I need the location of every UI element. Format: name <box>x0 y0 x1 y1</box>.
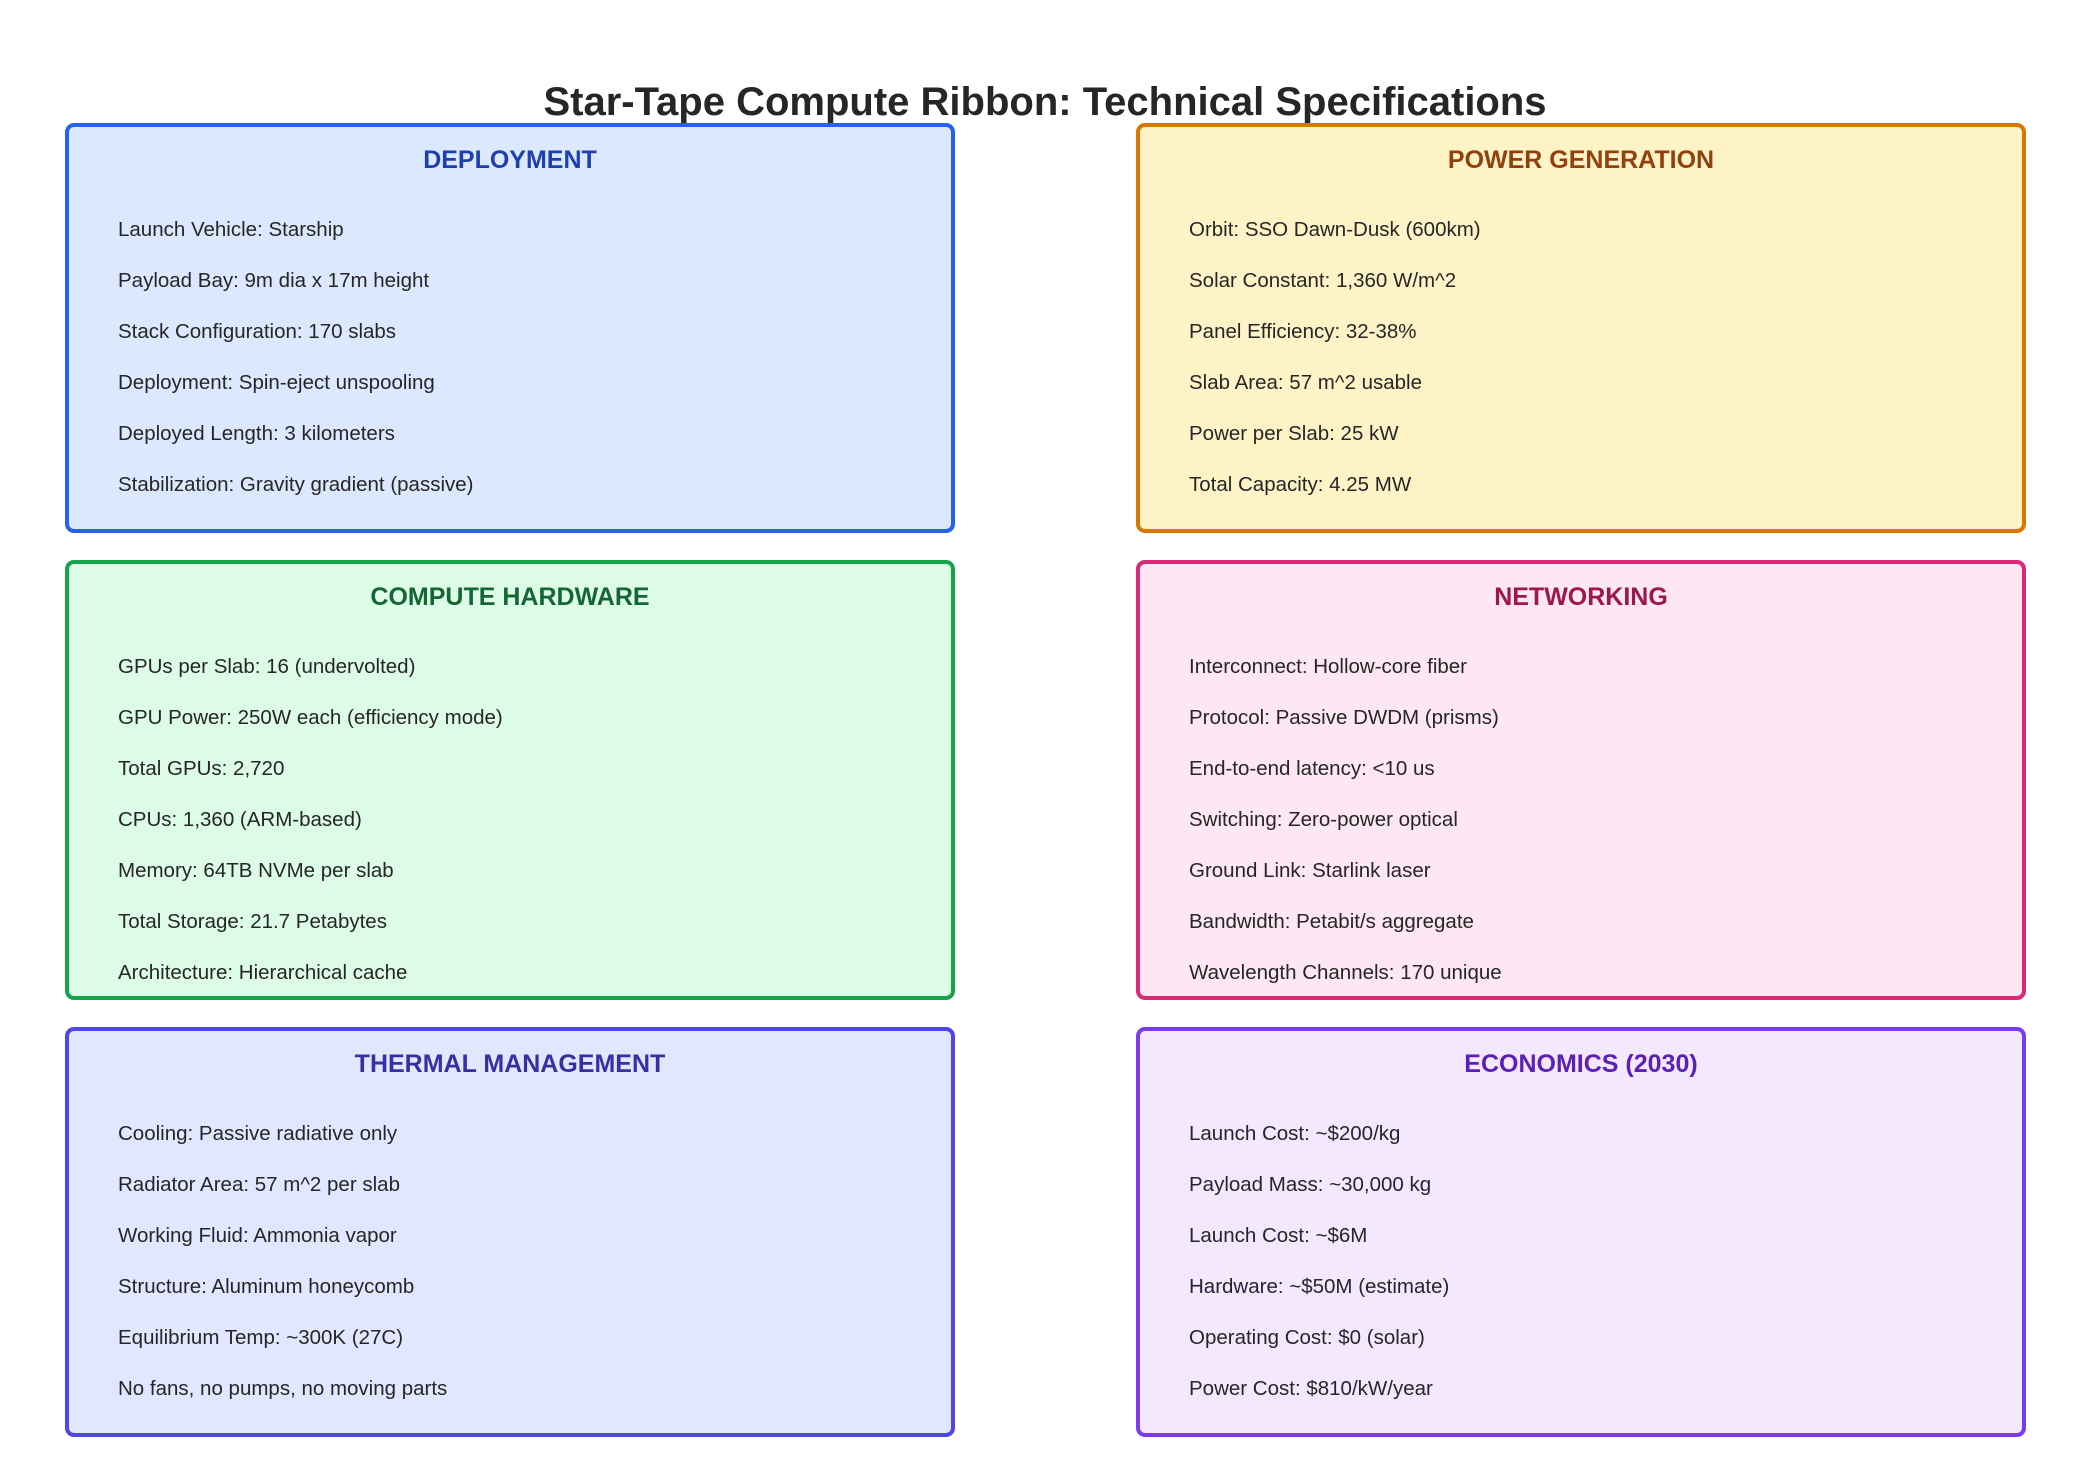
deployment-panel-title: DEPLOYMENT <box>423 146 597 174</box>
spec-item: Orbit: SSO Dawn-Dusk (600km) <box>1189 218 1481 241</box>
networking-panel: NETWORKING Interconnect: Hollow-core fibe… <box>1136 560 2026 1000</box>
spec-item: Structure: Aluminum honeycomb <box>118 1275 415 1298</box>
spec-item: GPUs per Slab: 16 (undervolted) <box>118 655 416 678</box>
spec-item: Operating Cost: $0 (solar) <box>1189 1326 1425 1349</box>
spec-item: End-to-end latency: <10 us <box>1189 757 1435 780</box>
spec-item: Memory: 64TB NVMe per slab <box>118 859 394 882</box>
spec-item: Interconnect: Hollow-core fiber <box>1189 655 1468 678</box>
spec-item: Stack Configuration: 170 slabs <box>118 320 397 343</box>
spec-item: Launch Cost: ~$200/kg <box>1189 1122 1401 1145</box>
spec-item: Power per Slab: 25 kW <box>1189 422 1399 445</box>
spec-item: Cooling: Passive radiative only <box>118 1122 398 1145</box>
spec-item: Payload Bay: 9m dia x 17m height <box>118 269 430 292</box>
spec-item: Bandwidth: Petabit/s aggregate <box>1189 910 1474 933</box>
spec-item: Deployed Length: 3 kilometers <box>118 422 395 445</box>
spec-item: Working Fluid: Ammonia vapor <box>118 1224 397 1247</box>
spec-item: Total Capacity: 4.25 MW <box>1189 473 1412 496</box>
spec-item: Protocol: Passive DWDM (prisms) <box>1189 706 1499 729</box>
compute-panel-title: COMPUTE HARDWARE <box>370 583 650 611</box>
spec-item: Switching: Zero-power optical <box>1189 808 1458 831</box>
spec-item: Total Storage: 21.7 Petabytes <box>118 910 387 933</box>
thermal-management-panel: THERMAL MANAGEMENT Cooling: Passive radia… <box>65 1027 955 1437</box>
spec-item: No fans, no pumps, no moving parts <box>118 1377 448 1400</box>
spec-item: CPUs: 1,360 (ARM-based) <box>118 808 362 831</box>
page-title: Star-Tape Compute Ribbon: Technical Spec… <box>543 80 1547 124</box>
spec-item: Radiator Area: 57 m^2 per slab <box>118 1173 400 1196</box>
spec-item: Payload Mass: ~30,000 kg <box>1189 1173 1432 1196</box>
spec-item: GPU Power: 250W each (efficiency mode) <box>118 706 503 729</box>
spec-item: Wavelength Channels: 170 unique <box>1189 961 1502 984</box>
spec-item: Deployment: Spin-eject unspooling <box>118 371 435 394</box>
spec-item: Architecture: Hierarchical cache <box>118 961 408 984</box>
power-generation-panel: POWER GENERATION Orbit: SSO Dawn-Dusk (60… <box>1136 123 2026 533</box>
spec-item: Hardware: ~$50M (estimate) <box>1189 1275 1450 1298</box>
spec-item: Slab Area: 57 m^2 usable <box>1189 371 1422 394</box>
spec-item: Panel Efficiency: 32-38% <box>1189 320 1417 343</box>
spec-item: Solar Constant: 1,360 W/m^2 <box>1189 269 1457 292</box>
spec-item: Power Cost: $810/kW/year <box>1189 1377 1433 1400</box>
spec-item: Stabilization: Gravity gradient (passive… <box>118 473 474 496</box>
spec-item: Launch Cost: ~$6M <box>1189 1224 1368 1247</box>
spec-item: Launch Vehicle: Starship <box>118 218 344 241</box>
thermal-panel-title: THERMAL MANAGEMENT <box>354 1050 666 1078</box>
power-panel-title: POWER GENERATION <box>1447 146 1715 174</box>
compute-hardware-panel: COMPUTE HARDWARE GPUs per Slab: 16 (under… <box>65 560 955 1000</box>
spec-item: Total GPUs: 2,720 <box>118 757 285 780</box>
spec-item: Ground Link: Starlink laser <box>1189 859 1431 882</box>
spec-item: Equilibrium Temp: ~300K (27C) <box>118 1326 404 1349</box>
networking-panel-title: NETWORKING <box>1494 583 1668 611</box>
economics-panel-title: ECONOMICS (2030) <box>1464 1050 1698 1078</box>
